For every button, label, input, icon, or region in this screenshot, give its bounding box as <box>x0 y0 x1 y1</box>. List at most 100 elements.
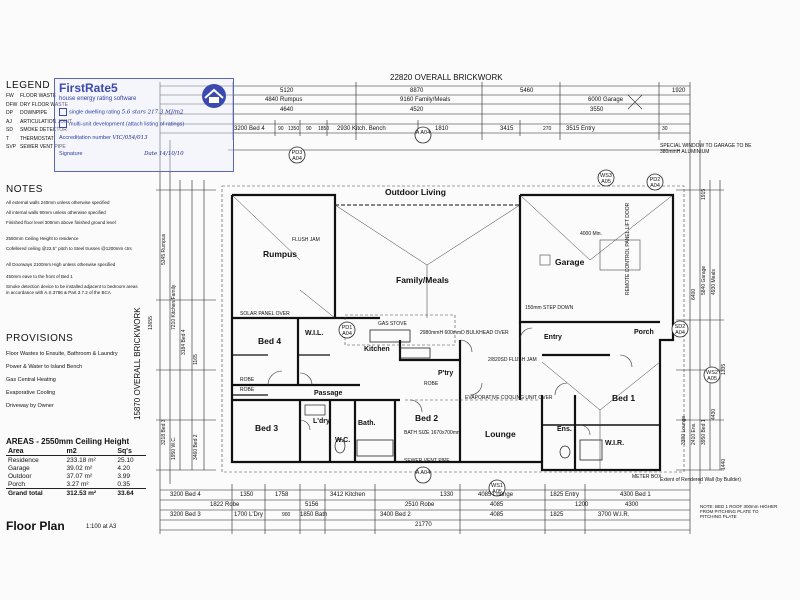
ref-ws3: WS3 A05 <box>600 173 612 185</box>
bottom-dim-ldry: 1700 L'Dry <box>234 512 263 518</box>
legend-code: AJ <box>6 118 12 125</box>
area-cell: Porch <box>8 480 25 488</box>
legend-title: LEGEND <box>6 80 51 91</box>
meter-box-note: METER BOX <box>632 474 662 480</box>
area-cell: 39.02 m² <box>66 464 93 472</box>
room-passage: Passage <box>314 390 343 397</box>
provision-item: Evaporative Cooling <box>6 390 56 396</box>
evap-unit-note: EVAPORATIVE COOLING UNIT OVER <box>465 395 553 401</box>
legend-code: DFW <box>6 101 18 108</box>
bottom-dim-1330: 1330 <box>440 492 454 498</box>
stamp-line1: single dwelling rating <box>69 109 121 116</box>
stamp-line3: Accreditation number <box>59 135 111 141</box>
area-cell: 25.10 <box>117 456 134 464</box>
areas-header-area: Area <box>6 448 65 456</box>
top-dim-90b: 90 <box>306 126 312 132</box>
room-family-meals: Family/Meals <box>396 275 449 285</box>
top-dim-1810: 1810 <box>435 126 449 132</box>
bottom-dim-1350: 1350 <box>240 492 254 498</box>
stamp-line4-value: Date 14/10/10 <box>144 151 184 157</box>
bottom-dim-kitchen: 3412 Kitchen <box>330 492 366 498</box>
overall-width-label: 22820 OVERALL BRICKWORK <box>390 73 503 82</box>
ref-section-a-top: A A04 <box>415 130 431 136</box>
area-cell: Outdoor <box>8 472 32 480</box>
bed1-roof-note: NOTE: BED 1 ROOF 300mm HIGHER FROM PITCH… <box>700 504 778 519</box>
ref-ws1: WS1 A05 <box>491 483 503 495</box>
left-dim-bed2: 3460 Bed 2 <box>193 434 199 460</box>
provisions-title: PROVISIONS <box>6 333 74 344</box>
note-item: All Doorways 2100mm High unless otherwis… <box>6 262 116 267</box>
bottom-dim-entry: 1825 Entry <box>550 492 580 498</box>
top-dim-3415: 3415 <box>500 126 514 132</box>
provision-item: Gas Central Heating <box>6 377 56 383</box>
area-cell: 37.07 m² <box>66 472 93 480</box>
floor-plan-title: Floor Plan <box>6 519 65 533</box>
top-dim-3: 5460 <box>520 88 534 94</box>
room-rumpus: Rumpus <box>263 249 297 259</box>
bottom-dim-1200: 1200 <box>575 502 589 508</box>
energy-rating-stamp: FirstRate5 house energy rating software … <box>54 78 234 172</box>
special-window-note: SPECIAL WINDOW TO GARAGE TO BE 380mmH AL… <box>660 143 752 155</box>
ref-pd2: PD2 A04 <box>649 177 661 189</box>
ref-section-a-bottom: A A04 <box>415 470 431 476</box>
left-dim-rumpus: 5345 Rumpus <box>161 233 167 265</box>
bottom-dim-bed3: 3200 Bed 3 <box>170 512 201 518</box>
note-item: All internal walls 90mm unless otherwise… <box>6 210 106 215</box>
room-wil: W.I.L. <box>305 330 324 337</box>
bottom-dim-4085b: 4085 <box>490 512 504 518</box>
note-item: Cofellered ceiling @22.5° pitch to Steel… <box>6 246 132 251</box>
legend-label: ARTICULATION JOINT <box>20 118 73 125</box>
bottom-dim-robe2: 2510 Robe <box>405 502 435 508</box>
areas-header-sqs: Sq's <box>115 448 146 456</box>
legend-code: SVP <box>6 144 17 150</box>
note-item: 2550mm Ceiling Height to residence <box>6 236 79 241</box>
right-dim-bed1: 3950 Bed 1 <box>701 419 707 445</box>
robe-label-1: ROBE <box>240 377 255 383</box>
left-dim-13655: 13655 <box>148 316 154 330</box>
legend-code: DP <box>6 110 13 116</box>
ref-pd3: PD3 A04 <box>291 150 303 162</box>
bottom-dim-4085: 4085 <box>490 502 504 508</box>
room-bed2: Bed 2 <box>415 413 439 423</box>
extent-render-note: Extent of Rendered Wall (by Builder) <box>660 477 741 483</box>
bottom-dim-5156: 5156 <box>305 502 319 508</box>
area-total-cell: Grand total <box>6 488 65 497</box>
right-dim-1440: 1440 <box>721 458 727 470</box>
bottom-dim-bath: 1850 Bath <box>300 512 328 518</box>
top-dim-bed4: 3200 Bed 4 <box>234 126 265 132</box>
legend-label: DRY FLOOR WASTE <box>20 101 68 108</box>
stamp-brand: FirstRate5 <box>59 81 118 95</box>
top-dim-270: 270 <box>543 126 552 132</box>
top-dim-r3-2: 4520 <box>410 107 424 113</box>
room-garage: Garage <box>555 257 585 267</box>
checkbox-icon <box>59 120 67 128</box>
left-dim-bed4: 3184 Bed 4 <box>181 329 187 355</box>
area-cell: Residence <box>8 456 39 464</box>
legend-code: FW <box>6 93 14 99</box>
areas-title: AREAS - 2550mm Ceiling Height <box>6 437 130 446</box>
bottom-dim-wir: 3700 W.I.R. <box>598 512 630 518</box>
notes-title: NOTES <box>6 184 43 195</box>
right-dim-ens: 2410 Ens. <box>691 422 697 445</box>
bottom-dim-total: 21770 <box>415 522 432 528</box>
garage-door-dim: 4000 Min. <box>580 231 602 237</box>
ref-ws2: WS2 A05 <box>706 370 718 382</box>
room-wc: W.C. <box>335 437 351 444</box>
room-bed4: Bed 4 <box>258 336 282 346</box>
room-outdoor-living: Outdoor Living <box>385 187 446 197</box>
note-item: 450mm eave to the front of Bed 1 <box>6 274 73 279</box>
ref-pd1: PD1 A04 <box>341 325 353 337</box>
legend-label: FLOOR WASTE <box>20 93 57 99</box>
area-cell: Garage <box>8 464 30 472</box>
provision-item: Driveway by Owner <box>6 403 54 409</box>
bottom-dim-lounge: 4085 Lounge <box>478 492 514 498</box>
legend-item: AJ ARTICULATION JOINT <box>6 118 73 125</box>
stamp-line3-value: VIC/054/013 <box>112 135 148 141</box>
left-dim-1165: 1165 <box>193 354 199 365</box>
right-dim-6400: 6400 <box>691 288 697 300</box>
sewer-vent-note: SEWER VENT PIPE <box>404 458 450 464</box>
